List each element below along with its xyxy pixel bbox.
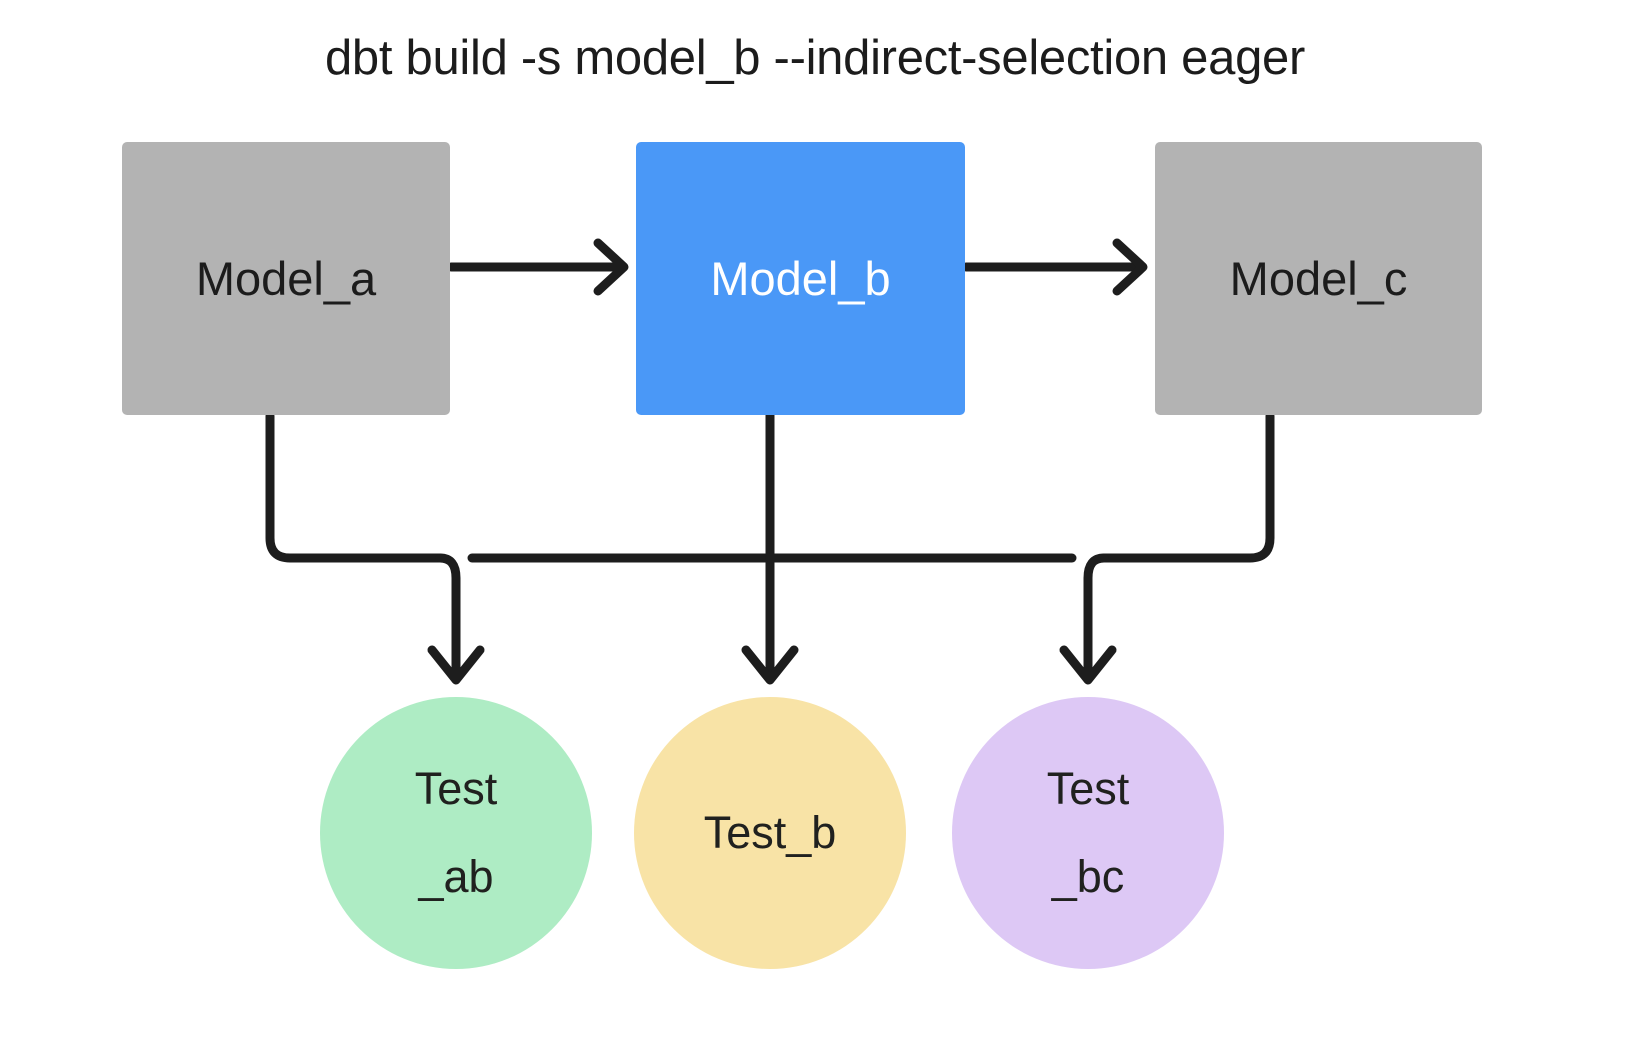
node-model-c[interactable]: Model_c — [1155, 142, 1482, 415]
edge-model-b-to-test-ab — [467, 411, 775, 563]
node-test-b[interactable]: Test_b — [634, 697, 906, 969]
edge-model-a-to-model-b — [446, 238, 629, 296]
node-test-ab[interactable]: Test _ab — [320, 697, 592, 969]
edge-drop-test-bc — [1059, 553, 1117, 685]
diagram-title: dbt build -s model_b --indirect-selectio… — [324, 31, 1306, 85]
edge-model-c-to-test-bc — [1099, 411, 1275, 563]
node-model-c-label: Model_c — [1229, 251, 1408, 305]
node-test-bc-label: Test _bc — [1046, 763, 1130, 902]
edge-model-b-to-test-b — [741, 411, 799, 685]
node-test-bc[interactable]: Test _bc — [952, 697, 1224, 969]
node-test-b-label: Test_b — [703, 807, 837, 858]
edge-model-a-to-test-ab — [265, 411, 445, 563]
node-model-a-label: Model_a — [195, 251, 377, 305]
node-test-ab-label: Test _ab — [414, 763, 498, 902]
edge-model-b-to-model-c — [961, 238, 1148, 296]
node-model-a[interactable]: Model_a — [122, 142, 450, 415]
node-model-b[interactable]: Model_b — [636, 142, 965, 415]
edge-drop-test-ab — [427, 553, 485, 685]
node-model-b-label: Model_b — [710, 251, 891, 305]
